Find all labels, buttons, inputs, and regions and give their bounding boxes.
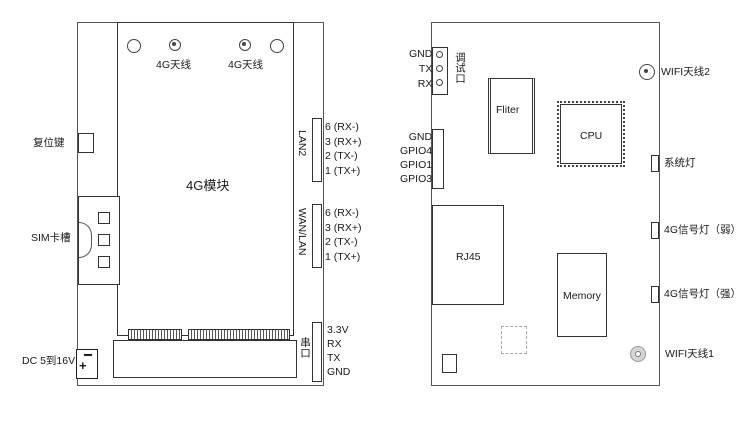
lan2-pin: 3 (RX+) (325, 135, 362, 148)
dc-label: DC 5到16V (22, 355, 76, 367)
debug-pin: RX (417, 78, 433, 90)
wan-lan-pin: 6 (RX-) (325, 207, 359, 219)
bottom-connector (113, 340, 297, 378)
debug-label: 调试口 (454, 52, 466, 84)
gpio-pin: GPIO4 (400, 145, 433, 157)
lan2-pin: 6 (RX-) (325, 121, 359, 133)
serial-pin: GND (327, 366, 351, 378)
pin-icon (436, 65, 443, 72)
wifi2-label: WIFI天线2 (661, 66, 710, 78)
system-led (651, 155, 659, 172)
gpio-pin: GPIO1 (400, 159, 433, 171)
lan2-connector (312, 118, 322, 182)
sim-contact-icon (98, 212, 110, 224)
wifi-antenna-1-center-icon (635, 351, 641, 357)
serial-pin: RX (327, 338, 342, 350)
lan2-pin: 2 (TX-) (325, 150, 358, 163)
lan2-pin: 1 (TX+) (325, 164, 361, 177)
cpu-chip (557, 101, 625, 167)
serial-pin-list: 3.3V RX TX GND (327, 324, 350, 378)
gpio-pin-labels: GND GPIO4 GPIO1 GPIO3 (400, 131, 432, 185)
memory-label: Memory (563, 290, 601, 302)
filter-chip (488, 78, 535, 154)
sim-label: SIM卡槽 (31, 232, 71, 244)
wan-lan-pin-list: 6 (RX-) 3 (RX+) 2 (TX-) 1 (TX+) (325, 207, 361, 263)
dc-jack (76, 349, 98, 379)
dc-negative-mark (84, 354, 92, 356)
debug-pin: TX (418, 63, 433, 75)
filter-label: Fliter (496, 104, 520, 116)
signal-weak-label: 4G信号灯（弱） (664, 224, 742, 236)
pin-icon (436, 79, 443, 86)
4g-module (117, 22, 294, 336)
system-light-label: 系统灯 (664, 157, 696, 169)
serial-label: 串口 (299, 337, 311, 358)
gpio-header (432, 129, 444, 189)
small-component (442, 354, 457, 373)
gpio-pin: GND (408, 131, 433, 143)
rj45-label: RJ45 (456, 251, 481, 263)
reset-button (78, 133, 94, 153)
memory-chip (557, 253, 607, 337)
unpopulated-footprint (501, 326, 527, 354)
4g-module-label: 4G模块 (186, 178, 230, 193)
antenna-label-2: 4G天线 (228, 59, 264, 71)
wan-lan-connector (312, 204, 322, 268)
serial-pin: TX (327, 352, 341, 364)
signal-weak-led (651, 222, 659, 239)
serial-pin: 3.3V (327, 324, 349, 336)
lan2-pin-list: 6 (RX-) 3 (RX+) 2 (TX-) 1 (TX+) (325, 121, 361, 177)
pin-icon (436, 51, 443, 58)
rj45-jack (432, 205, 504, 305)
wifi-antenna-2-center-icon (644, 69, 648, 73)
sim-contact-icon (98, 256, 110, 268)
antenna-connector-center-icon (172, 42, 176, 46)
signal-strong-led (651, 286, 659, 303)
wan-lan-label: WAN/LAN (296, 208, 308, 256)
serial-connector (312, 322, 322, 382)
wan-lan-pin: 1 (TX+) (325, 250, 361, 263)
wifi1-label: WIFI天线1 (665, 348, 714, 360)
header-strip-large (188, 329, 290, 340)
antenna-label-1: 4G天线 (156, 59, 192, 71)
wan-lan-pin: 3 (RX+) (325, 221, 362, 234)
lan2-label: LAN2 (296, 130, 308, 157)
mount-hole-icon (127, 39, 141, 53)
debug-pin-labels: GND TX RX (409, 48, 432, 90)
dc-positive-mark: + (79, 358, 87, 373)
antenna-connector-center-icon (242, 42, 246, 46)
sim-contact-icon (98, 234, 110, 246)
header-strip-small (128, 329, 182, 340)
signal-strong-label: 4G信号灯（强） (664, 288, 742, 300)
right-board (431, 22, 660, 386)
cpu-label: CPU (580, 130, 603, 142)
reset-label: 复位键 (33, 137, 65, 149)
mount-hole-icon (270, 39, 284, 53)
gpio-pin: GPIO3 (400, 173, 433, 185)
debug-pin: GND (409, 48, 433, 60)
wan-lan-pin: 2 (TX-) (325, 236, 358, 249)
